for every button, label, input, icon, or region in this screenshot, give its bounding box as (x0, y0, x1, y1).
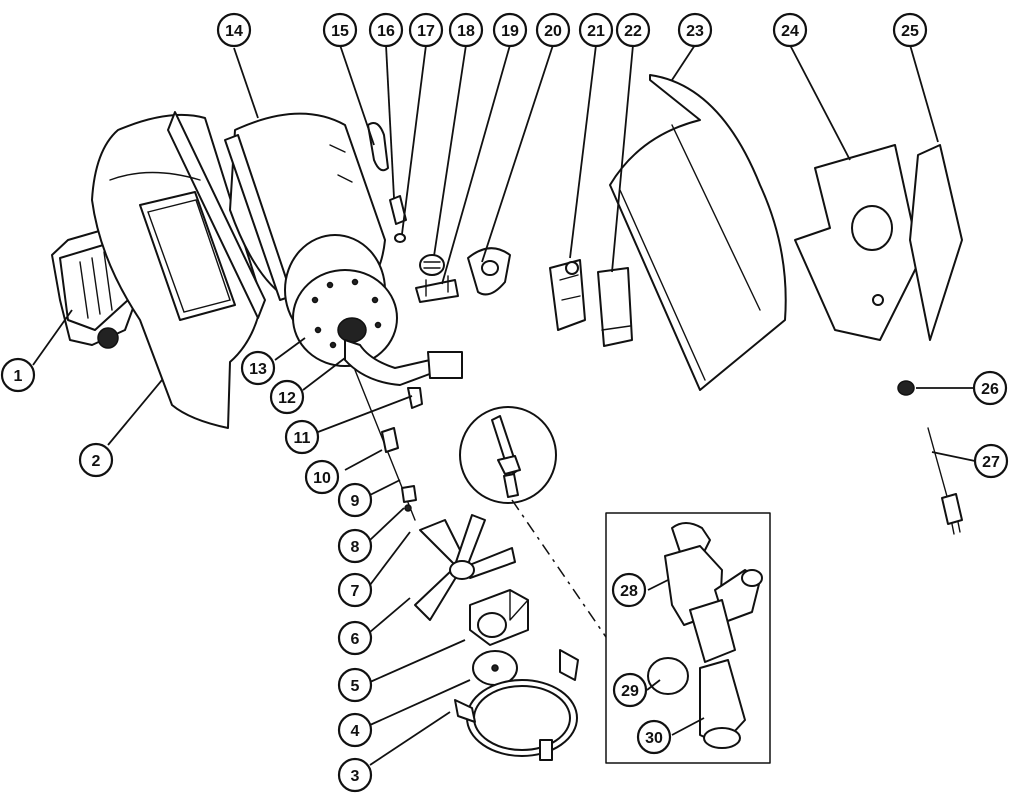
callout-25: 25 (892, 12, 928, 48)
callout-12: 12 (269, 379, 305, 415)
svg-text:16: 16 (377, 23, 395, 40)
part-13-back-plate (292, 269, 398, 367)
svg-text:1: 1 (14, 368, 23, 385)
part-20-gasket (467, 247, 511, 296)
part-28-30-gas-valve (647, 522, 763, 749)
part-22-bracket-plate (597, 267, 633, 347)
svg-text:21: 21 (587, 23, 605, 40)
svg-text:28: 28 (620, 583, 638, 600)
svg-text:9: 9 (351, 493, 360, 510)
part-25-side-plate (909, 144, 963, 341)
callout-24: 24 (772, 12, 808, 48)
callout-7: 7 (337, 572, 373, 608)
callout-8: 8 (337, 528, 373, 564)
part-2-outer-housing (91, 111, 266, 429)
svg-text:6: 6 (351, 631, 360, 648)
svg-text:27: 27 (982, 454, 1000, 471)
svg-text:8: 8 (351, 539, 360, 556)
callout-21: 21 (578, 12, 614, 48)
callout-26: 26 (972, 370, 1008, 406)
svg-text:14: 14 (225, 23, 243, 40)
svg-text:4: 4 (351, 723, 360, 740)
part-12-burner-tube (337, 317, 463, 386)
callout-13: 13 (240, 350, 276, 386)
part-10-7-rod-stack (354, 369, 417, 521)
callout-22: 22 (615, 12, 651, 48)
svg-text:18: 18 (457, 23, 475, 40)
part-5-motor (469, 589, 529, 646)
callout-6: 6 (337, 620, 373, 656)
svg-text:3: 3 (351, 768, 360, 785)
part-26-grommet (897, 380, 915, 396)
svg-text:25: 25 (901, 23, 919, 40)
part-11-fitting (407, 387, 423, 409)
svg-text:29: 29 (621, 683, 639, 700)
svg-text:10: 10 (313, 470, 331, 487)
part-3-ring-bracket (454, 649, 579, 761)
svg-text:7: 7 (351, 583, 360, 600)
zoom-connector-line (511, 499, 609, 641)
part-15-clip (367, 122, 389, 172)
part-21-control-panel (549, 259, 586, 331)
callout-16: 16 (368, 12, 404, 48)
callout-18: 18 (448, 12, 484, 48)
part-23-side-panel (609, 74, 787, 391)
leader-lines (32, 44, 976, 766)
callout-28: 28 (611, 572, 647, 608)
svg-text:5: 5 (351, 678, 360, 695)
callout-27: 27 (973, 443, 1009, 479)
callout-20: 20 (535, 12, 571, 48)
svg-text:15: 15 (331, 23, 349, 40)
svg-text:26: 26 (981, 381, 999, 398)
svg-text:30: 30 (645, 730, 663, 747)
callout-3: 3 (337, 757, 373, 793)
part-24-heat-shield (794, 144, 921, 341)
callout-10: 10 (304, 459, 340, 495)
callout-15: 15 (322, 12, 358, 48)
zoom-detail-circle (459, 406, 557, 504)
part-27-power-cord (927, 427, 963, 535)
callout-4: 4 (337, 712, 373, 748)
svg-text:13: 13 (249, 361, 267, 378)
callout-5: 5 (337, 667, 373, 703)
callout-9: 9 (337, 482, 373, 518)
callout-23: 23 (677, 12, 713, 48)
part-17-nut (394, 233, 406, 243)
svg-text:11: 11 (294, 430, 311, 447)
callout-11: 11 (284, 419, 320, 455)
callout-29: 29 (612, 672, 648, 708)
callout-1: 1 (0, 357, 36, 393)
svg-text:12: 12 (278, 390, 296, 407)
part-6-fan-blade (414, 514, 516, 621)
svg-text:24: 24 (781, 23, 799, 40)
part-16-valve (389, 195, 407, 225)
callout-17: 17 (408, 12, 444, 48)
callout-19: 19 (492, 12, 528, 48)
svg-text:23: 23 (686, 23, 704, 40)
svg-text:2: 2 (92, 453, 101, 470)
svg-text:19: 19 (501, 23, 519, 40)
part-18-igniter-knob (419, 254, 445, 276)
callout-30: 30 (636, 719, 672, 755)
svg-text:22: 22 (624, 23, 642, 40)
svg-text:17: 17 (417, 23, 435, 40)
callout-2: 2 (78, 442, 114, 478)
part-19-igniter-bracket (415, 275, 459, 303)
callout-14: 14 (216, 12, 252, 48)
svg-text:20: 20 (544, 23, 562, 40)
